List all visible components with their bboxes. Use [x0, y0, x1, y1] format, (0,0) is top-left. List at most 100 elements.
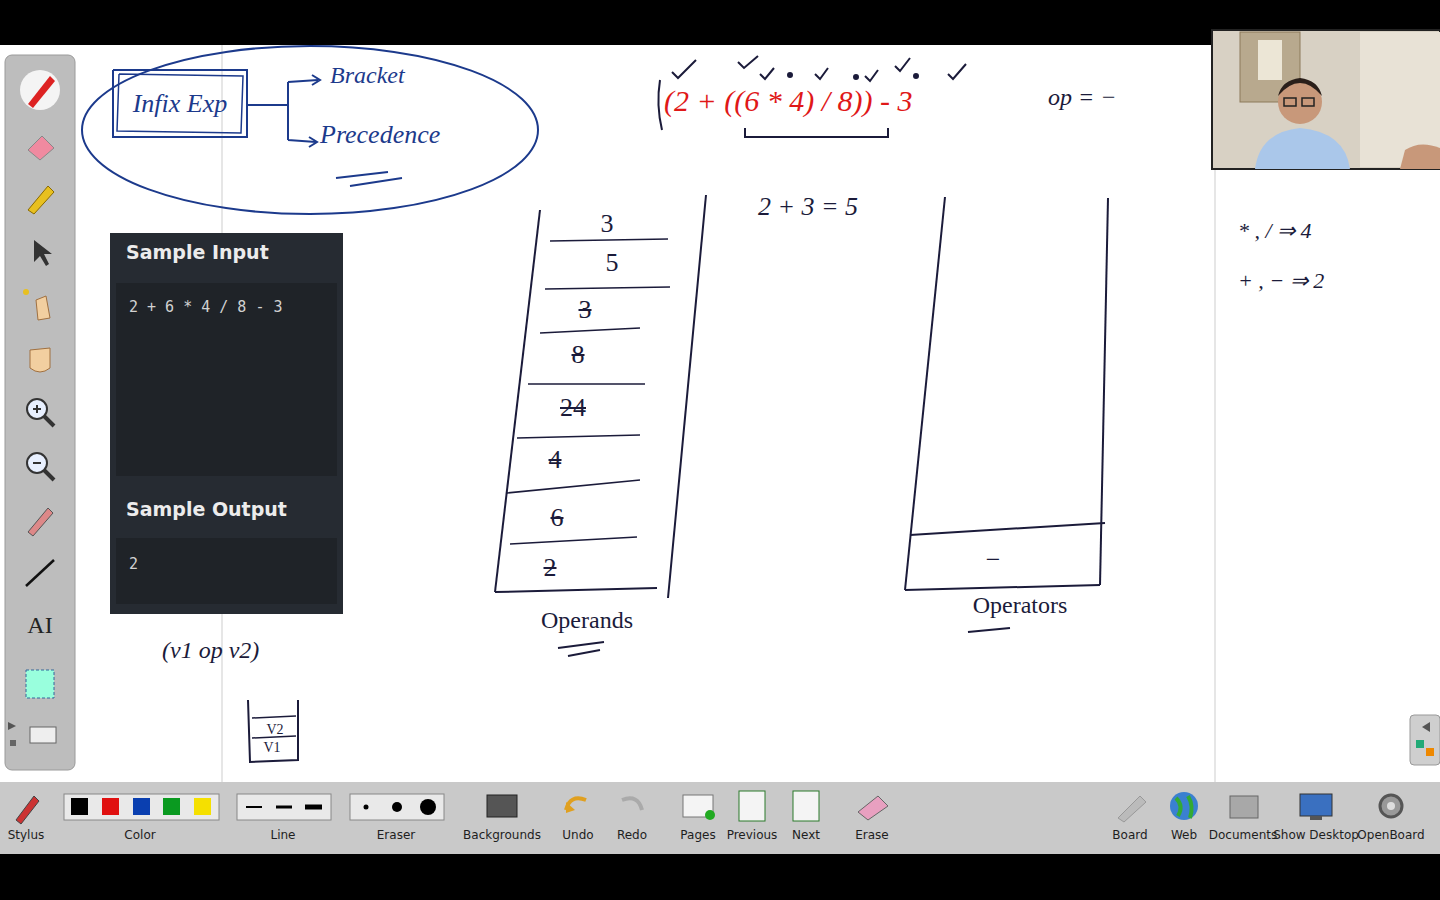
operand-stack-outline: [495, 195, 707, 655]
operator-stack-stroke: [905, 585, 1100, 590]
stack-heading: Operators: [973, 592, 1068, 620]
webcam-feed: [1255, 128, 1350, 169]
mini-stack-stroke: [248, 700, 298, 762]
bottom-toolbar-icons: [1310, 816, 1322, 820]
webcam-feed: [1302, 98, 1314, 106]
webcam-feed: [1278, 78, 1322, 96]
webcam-feed: [1212, 30, 1440, 169]
note: (v1 op v2): [162, 637, 259, 665]
stack-value: 24: [560, 393, 586, 423]
webcam-feed: [1400, 144, 1440, 169]
left-toolbar: [5, 55, 75, 770]
operator-stack-outline: [905, 195, 1110, 630]
toolbar-label: Line: [270, 829, 295, 843]
check-marks: [760, 68, 774, 79]
right-scroll-button: [1422, 722, 1430, 732]
infix-ellipse: [247, 80, 318, 142]
left-toolbar: [10, 740, 16, 746]
bottom-toolbar-icons: [16, 791, 1402, 824]
bottom-toolbar-icons: [487, 795, 517, 817]
bottom-toolbar-icons: [420, 799, 436, 815]
toolbar-label: Pages: [680, 829, 715, 843]
left-toolbar: [26, 560, 54, 586]
toolbar-label: Next: [792, 829, 820, 843]
check-marks: [658, 80, 662, 130]
left-toolbar: [20, 70, 60, 110]
check-marks: [815, 68, 828, 79]
bottom-toolbar-icons: [705, 810, 715, 820]
left-toolbar: [44, 416, 54, 426]
operand-stack-stroke: [510, 537, 637, 544]
toolbar-label: Backgrounds: [463, 829, 541, 843]
branch-label: Precedence: [320, 120, 440, 150]
stack-value: 3: [579, 295, 592, 325]
left-toolbar: [8, 722, 16, 730]
left-toolbar: [30, 727, 56, 743]
toolbar-label: Undo: [562, 829, 593, 843]
infix-ellipse: [82, 46, 538, 214]
infix-box: Infix Exp: [113, 70, 247, 137]
check-marks: [895, 58, 910, 71]
panel-heading: Sample Output: [126, 499, 287, 521]
bottom-toolbar-icons: [1118, 796, 1146, 822]
webcam-feed: [1284, 98, 1296, 106]
left-toolbar: [26, 670, 54, 698]
check-marks: [658, 56, 966, 137]
window-bars: [0, 854, 1440, 900]
infix-ellipse: [82, 46, 538, 214]
toolbar-label: Redo: [617, 829, 647, 843]
infix-ellipse: [336, 172, 402, 186]
panel-heading: Sample Input: [126, 242, 269, 264]
right-scroll-button: [1416, 740, 1424, 748]
bottom-toolbar-icons: [350, 794, 444, 820]
note-underlines: [968, 628, 1010, 632]
expression: (2 + ((6 * 4) / 8)) - 3: [664, 84, 913, 119]
input-area: [116, 283, 337, 476]
bottom-toolbar-icons: [194, 798, 211, 815]
operator-stack-stroke: [905, 197, 945, 590]
toolbar-label: Documents: [1209, 829, 1277, 843]
bottom-toolbar-icons: [1387, 802, 1395, 810]
bottom-toolbar-icons: [1170, 792, 1198, 820]
left-toolbar: [30, 348, 50, 372]
bottom-toolbar-icons: [276, 806, 292, 809]
sample-value: 2 + 6 * 4 / 8 - 3: [129, 299, 283, 316]
stack-item: V1: [263, 740, 280, 756]
bottom-toolbar-icons: [793, 791, 819, 821]
bottom-toolbar-icons: [16, 796, 39, 824]
sample-panel: Sample Input 2 + 6 * 4 / 8 - 3 Sample Outp…: [110, 233, 343, 614]
bottom-toolbar-icons: [133, 798, 150, 815]
mini-stack: V2V1: [248, 700, 300, 764]
left-toolbar: [28, 508, 53, 536]
bottom-toolbar-icons: [237, 794, 331, 820]
left-toolbar: [44, 470, 54, 480]
bottom-toolbar-icons: [1380, 795, 1402, 817]
bottom-toolbar-icons: [1300, 794, 1332, 816]
bottom-toolbar-icons: [1176, 796, 1192, 818]
infix-box-stroke: [117, 74, 243, 133]
check-marks: [914, 74, 918, 78]
note: op = −: [1048, 84, 1116, 112]
precedence-note: * , / ⇒ 4: [1238, 218, 1312, 243]
bottom-toolbar-icons: [392, 802, 402, 812]
toolbar-label: Show Desktop: [1273, 829, 1359, 843]
toolbar-label: Erase: [855, 829, 889, 843]
bottom-toolbar-icons: [64, 794, 219, 820]
left-toolbar: [28, 76, 55, 108]
bottom-toolbar-icons: [622, 798, 642, 810]
stack-value: 2: [544, 553, 557, 583]
tool-icon-text: AI: [27, 612, 52, 640]
operand-stack-stroke: [540, 328, 640, 333]
operand-stack-stroke: [517, 435, 640, 438]
bottom-toolbar-icons: [566, 802, 575, 813]
toolbar-label: Stylus: [8, 829, 45, 843]
bottom-toolbar-icons: [246, 806, 262, 808]
bottom-toolbar-icons: [364, 805, 369, 810]
operand-stack-stroke: [550, 239, 668, 241]
check-marks: [738, 56, 758, 68]
branch-label: Bracket: [330, 62, 405, 90]
right-scroll-button: [1410, 715, 1440, 765]
toolbar-label: Previous: [727, 829, 778, 843]
